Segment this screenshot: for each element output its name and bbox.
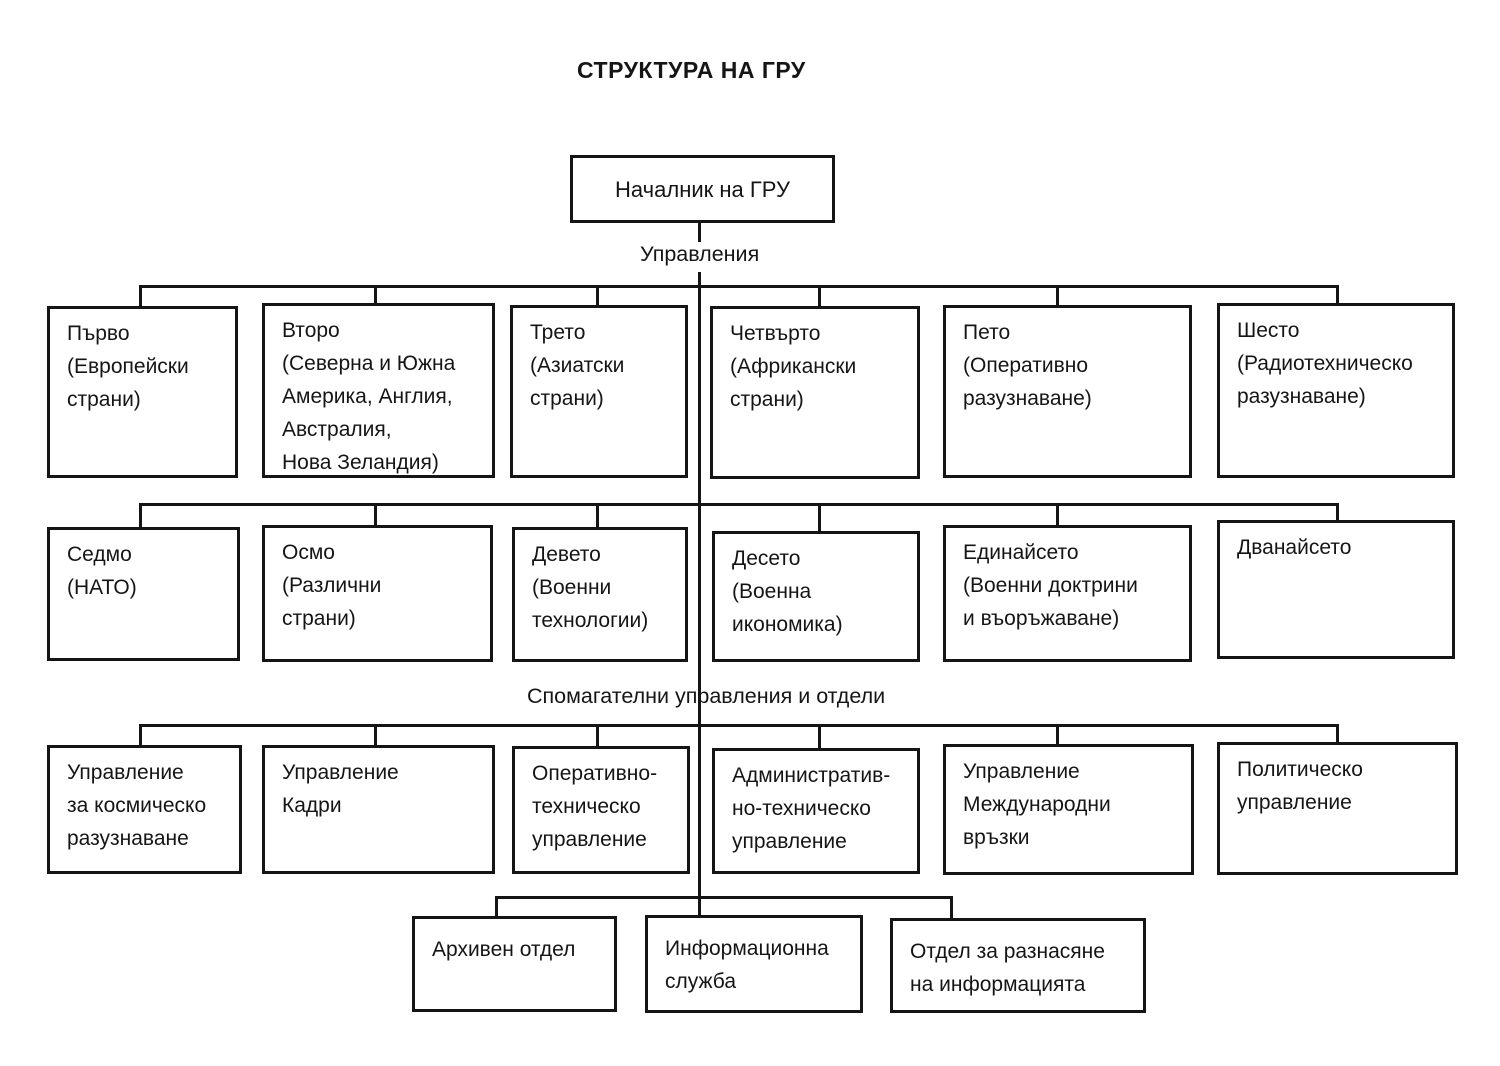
connector-row2-drop-6 xyxy=(1336,503,1339,521)
connector-row3-hline xyxy=(139,724,1339,727)
connector-row3-drop-1 xyxy=(139,724,142,746)
root-box-nachalnik: Началник на ГРУ xyxy=(570,155,835,223)
box-otdel-raznasyane: Отдел за разнасяне на информацията xyxy=(890,918,1146,1013)
box-vtoro: Второ (Северна и Южна Америка, Англия, А… xyxy=(262,303,495,478)
connector-bottom-hline xyxy=(495,896,953,899)
box-shesto: Шесто (Радиотехническо разузнаване) xyxy=(1217,303,1455,478)
box-mezhdunarodni-vrazki: Управление Международни връзки xyxy=(943,744,1194,875)
connector-row2-drop-2 xyxy=(374,503,377,527)
connector-row2-drop-1 xyxy=(139,503,142,527)
box-sedmo: Седмо (НАТО) xyxy=(47,527,240,661)
box-dvanayseto: Дванайсето xyxy=(1217,520,1455,659)
box-treto: Трето (Азиатски страни) xyxy=(510,305,688,478)
connector-row1-drop-2 xyxy=(374,285,377,308)
connector-row1-drop-6 xyxy=(1336,285,1339,308)
box-deveto: Девето (Военни технологии) xyxy=(512,527,688,662)
connector-bottom-drop-3 xyxy=(950,896,953,920)
connector-row2-drop-4 xyxy=(818,503,821,532)
box-peto: Пето (Оперативно разузнаване) xyxy=(943,305,1192,478)
connector-row3-drop-5 xyxy=(1056,724,1059,746)
connector-row3-drop-3 xyxy=(596,724,599,746)
box-informacionna-sluzhba: Информационна служба xyxy=(645,915,863,1013)
connector-trunk-main xyxy=(698,272,701,918)
connector-row1-drop-1 xyxy=(139,285,142,308)
box-operativno-tehnichesko: Оперативно- техническо управление xyxy=(512,746,690,874)
connector-row1-hline xyxy=(139,285,1339,288)
auxiliary-label: Спомагателни управления и отдели xyxy=(527,684,886,708)
box-politichesko: Политическо управление xyxy=(1217,742,1458,875)
connector-row1-drop-3 xyxy=(596,285,599,308)
connector-row1-drop-5 xyxy=(1056,285,1059,308)
box-kadri: Управление Кадри xyxy=(262,745,495,874)
connector-row2-hline xyxy=(139,503,1339,506)
box-deseto: Десето (Военна икономика) xyxy=(712,531,920,662)
connector-trunk-upper xyxy=(698,223,701,249)
box-administrativno-tehnichesko: Административ- но-техническо управление xyxy=(712,748,920,874)
connector-row2-drop-3 xyxy=(596,503,599,527)
connector-row2-drop-5 xyxy=(1056,503,1059,527)
box-arhiven-otdel: Архивен отдел xyxy=(412,916,617,1012)
box-kosmichesko-razuznavane: Управление за космическо разузнаване xyxy=(47,745,242,874)
connector-row3-drop-6 xyxy=(1336,724,1339,743)
connector-row3-drop-2 xyxy=(374,724,377,746)
box-parvo: Първо (Европейски страни) xyxy=(47,306,238,478)
box-edinayseto: Единайсето (Военни доктрини и въоръжаван… xyxy=(943,525,1192,662)
box-osmo: Осмо (Различни страни) xyxy=(262,525,493,662)
connector-row3-drop-4 xyxy=(818,724,821,749)
connector-row1-drop-4 xyxy=(818,285,821,308)
box-chetvarto: Четвърто (Африкански страни) xyxy=(710,306,920,479)
chart-title: СТРУКТУРА НА ГРУ xyxy=(577,57,806,83)
connector-bottom-drop-1 xyxy=(495,896,498,918)
directorates-label: Управления xyxy=(636,242,764,267)
